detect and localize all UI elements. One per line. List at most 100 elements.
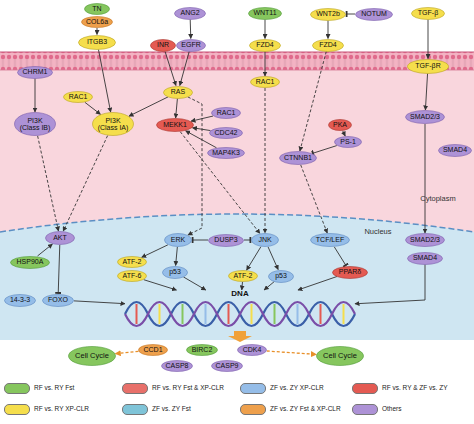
- node-ellipse: [317, 347, 364, 366]
- node-label: HSP90A: [17, 258, 44, 265]
- protein-node: SMAD2/3: [405, 110, 445, 124]
- base-pair: [274, 304, 276, 324]
- node-label: CHRM1: [23, 68, 48, 75]
- protein-node: DUSP3: [208, 234, 244, 247]
- protein-node: ATF-2: [117, 256, 147, 268]
- legend-text: ZF vs. ZY XP-CLR: [270, 385, 324, 392]
- protein-node: WNT2b: [310, 8, 346, 21]
- protein-node: ANG2: [174, 7, 206, 20]
- node-label: PKA: [333, 121, 347, 128]
- base-pair: [136, 304, 138, 324]
- activation-connector: [63, 136, 107, 232]
- cytoplasm-region: [0, 60, 474, 340]
- node-label: RAC1: [217, 109, 236, 116]
- node-ellipse: [238, 345, 267, 356]
- node-ellipse: [79, 35, 116, 49]
- protein-node: MAP4K3: [207, 147, 245, 159]
- node-ellipse: [15, 113, 56, 136]
- protein-node: JNK: [251, 233, 279, 247]
- node-ellipse: [157, 119, 194, 132]
- node-label: WNT11: [253, 9, 276, 16]
- base-pair: [159, 304, 161, 324]
- node-ellipse: [164, 86, 193, 98]
- node-label: ANG2: [180, 9, 199, 16]
- node-label: FZD4: [319, 41, 337, 48]
- node-label: 14-3-3: [10, 296, 30, 303]
- node-label: BIRC2: [192, 346, 213, 353]
- protein-node: CDC42: [209, 127, 243, 139]
- node-label: SMAD4: [413, 254, 437, 261]
- node-ellipse: [249, 7, 282, 19]
- node-ellipse: [162, 361, 193, 372]
- activation-connector: [241, 282, 243, 290]
- activation-connector: [38, 136, 59, 231]
- node-label: SMAD2/3: [410, 236, 440, 243]
- activation-connector: [144, 280, 177, 290]
- node-ellipse: [118, 271, 147, 282]
- node-label: CDC42: [215, 129, 238, 136]
- legend-text: RF vs. RY & ZF vs. ZY: [382, 385, 448, 392]
- legend-entry: RF vs. RY Fst & XP-CLR: [122, 383, 224, 394]
- legend-entry: ZF vs. ZY Fst & XP-CLR: [240, 404, 341, 415]
- node-ellipse: [269, 270, 294, 282]
- node-ellipse: [313, 39, 344, 51]
- node-ellipse: [11, 256, 50, 268]
- legend-entry: ZF vs. ZY XP-CLR: [240, 383, 324, 394]
- node-ellipse: [356, 8, 393, 20]
- node-label: PS-1: [340, 138, 356, 145]
- node-label: FOXO: [48, 296, 68, 303]
- node-label: RAS: [171, 88, 185, 95]
- node-label: PPARδ: [339, 268, 361, 275]
- dna-strand: [125, 302, 355, 326]
- legend-entry: ZF vs. ZY Fst: [122, 404, 191, 415]
- protein-node: PPARδ: [332, 266, 368, 279]
- protein-node: INR: [150, 39, 176, 52]
- node-label: SMAD4: [443, 146, 467, 153]
- protein-node: TGF-β: [411, 7, 445, 20]
- activation-connector: [183, 277, 205, 290]
- node-label: MEKK1: [163, 121, 187, 128]
- node-label: COL6a: [86, 18, 108, 25]
- node-ellipse: [187, 345, 218, 356]
- node-ellipse: [177, 39, 206, 51]
- dna-node: DNA: [125, 290, 355, 330]
- protein-node: p53: [162, 266, 188, 279]
- activation-connector: [267, 351, 317, 354]
- node-label: CDK4: [243, 346, 262, 353]
- node-ellipse: [210, 128, 243, 139]
- dna-strand: [125, 302, 355, 326]
- base-pair: [297, 304, 299, 324]
- protein-node: ATF-6: [117, 270, 147, 282]
- node-ellipse: [64, 92, 93, 103]
- node-label: TGF-βR: [415, 62, 440, 69]
- node-label: p53: [275, 272, 287, 279]
- base-pair: [228, 304, 230, 324]
- node-label: DNA: [231, 290, 248, 298]
- activation-connector: [265, 88, 266, 233]
- protein-node: FZD4: [312, 39, 344, 52]
- protein-node: CASP9: [211, 360, 243, 372]
- region-label: Nucleus: [364, 227, 391, 236]
- activation-connector: [425, 73, 427, 110]
- cell-cycle-node: Cell Cycle: [316, 346, 364, 366]
- node-label: ATF-6: [123, 272, 142, 279]
- node-ellipse: [139, 345, 168, 356]
- node-ellipse: [5, 294, 36, 306]
- activation-connector: [74, 301, 125, 304]
- node-ellipse: [93, 113, 134, 136]
- protein-node: NOTUM: [355, 8, 393, 21]
- membrane-edge: [0, 51, 474, 52]
- node-label: SMAD2/3: [410, 113, 440, 120]
- node-ellipse: [175, 7, 206, 19]
- activation-connector: [428, 20, 429, 59]
- activation-connector: [142, 245, 168, 258]
- node-label: MAP4K3: [212, 149, 240, 156]
- protein-node: SMAD2/3: [405, 233, 445, 247]
- protein-node: TGF-βR: [407, 59, 449, 74]
- expression-arrow: [228, 331, 252, 342]
- protein-node: MEKK1: [156, 118, 194, 132]
- protein-node: PI3K (Class IA): [92, 112, 134, 136]
- node-ellipse: [406, 111, 445, 124]
- node-label: INR: [157, 41, 169, 48]
- activation-connector: [247, 247, 261, 270]
